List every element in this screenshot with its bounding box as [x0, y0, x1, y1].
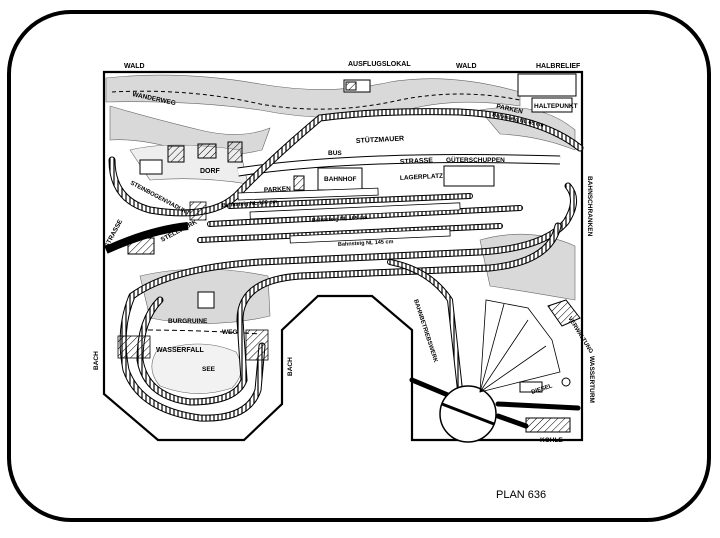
- label-weg: WEG: [222, 329, 238, 336]
- viadukt-marker: [189, 201, 207, 221]
- label-wald-right: WALD: [456, 63, 477, 70]
- roundhouse-fan: [479, 299, 561, 393]
- label-kohle: KOHLE: [540, 437, 563, 444]
- dorf-house-3: [227, 141, 243, 163]
- wanderweg-path: [111, 90, 521, 110]
- label-ausflugslokal: AUSFLUGSLOKAL: [348, 61, 411, 68]
- label-halbrelief: HALBRELIEF: [536, 63, 581, 70]
- label-lagerplatz: LAGERPLATZ: [400, 173, 444, 182]
- dorf-house-1: [167, 145, 185, 163]
- bach-crossing: [117, 201, 269, 361]
- platform-165: [249, 202, 461, 220]
- label-burgruine: BURGRUINE: [168, 318, 208, 325]
- wasserturm-tower: [561, 377, 571, 387]
- kohle-bunker: [525, 417, 571, 433]
- platform-145: [289, 228, 451, 244]
- label-see: SEE: [202, 366, 216, 373]
- track-bw-right-2: [495, 413, 529, 429]
- track-inner-loop-ties: [137, 223, 561, 405]
- label-bach-left: BACH: [93, 351, 100, 370]
- verwaltung-building: [547, 299, 581, 327]
- bus-shed: [293, 175, 305, 191]
- platform-100: [237, 187, 379, 201]
- dorf-house-4: [139, 159, 163, 175]
- label-wald-left: WALD: [124, 63, 145, 70]
- track-depot-lead-ties: [388, 260, 462, 392]
- burgruine-building: [197, 291, 215, 309]
- fan-line-3: [479, 345, 547, 393]
- label-bahnsteig-100: Bahnsteig NL 100 cm: [222, 199, 278, 209]
- label-wasserturm: WASSERTURM: [588, 356, 595, 403]
- plan-label: PLAN 636: [496, 489, 546, 501]
- forest-top: [105, 74, 521, 118]
- diesel-shed: [519, 381, 543, 393]
- track-station-1-ties: [228, 194, 472, 208]
- track-station-2-ties: [208, 206, 522, 226]
- turntable-area: [439, 299, 561, 443]
- haltepunkt-building: [531, 97, 573, 113]
- bach-bridge-mid: [245, 329, 269, 361]
- label-bahnhof: BAHNHOF: [324, 176, 357, 183]
- dorf-house-2: [197, 143, 217, 159]
- label-bahnsteig-145: Bahnsteig NL 145 cm: [338, 239, 394, 248]
- label-bach-mid: BACH: [287, 357, 294, 376]
- fan-line-1: [479, 303, 505, 393]
- fan-line-2: [479, 319, 529, 393]
- track-network: [108, 108, 584, 429]
- roads: [104, 90, 561, 335]
- label-stuetzmauer: STÜTZMAUER: [356, 133, 405, 145]
- turntable-bridge: [441, 402, 495, 426]
- label-wasserfall: WASSERFALL: [156, 347, 205, 354]
- track-mountain-line-ties: [109, 109, 583, 216]
- label-haltepunkt: HALTEPUNKT: [534, 103, 578, 110]
- ausflugslokal-roof: [345, 81, 357, 91]
- track-bw-right-1: [495, 401, 581, 411]
- label-dorf: DORF: [200, 168, 221, 175]
- halbrelief-building: [517, 73, 577, 97]
- label-gueterschuppen: GÜTERSCHUPPEN: [446, 155, 505, 164]
- buildings: [127, 73, 581, 433]
- label-bus: BUS: [328, 150, 342, 157]
- strasse-left: [104, 222, 189, 254]
- wasserfall-bridge: [117, 335, 151, 359]
- label-bahnschranken: BAHNSCHRANKEN: [586, 176, 593, 237]
- strasse-main-fill: [237, 155, 561, 176]
- gueterschuppen-building: [443, 165, 495, 187]
- label-parken-mid: PARKEN: [264, 186, 292, 194]
- lake: [151, 343, 242, 394]
- label-strasse-mid: STRASSE: [400, 157, 434, 166]
- label-bahnsteig-165: Bahnsteig NL 165 cm: [312, 215, 368, 224]
